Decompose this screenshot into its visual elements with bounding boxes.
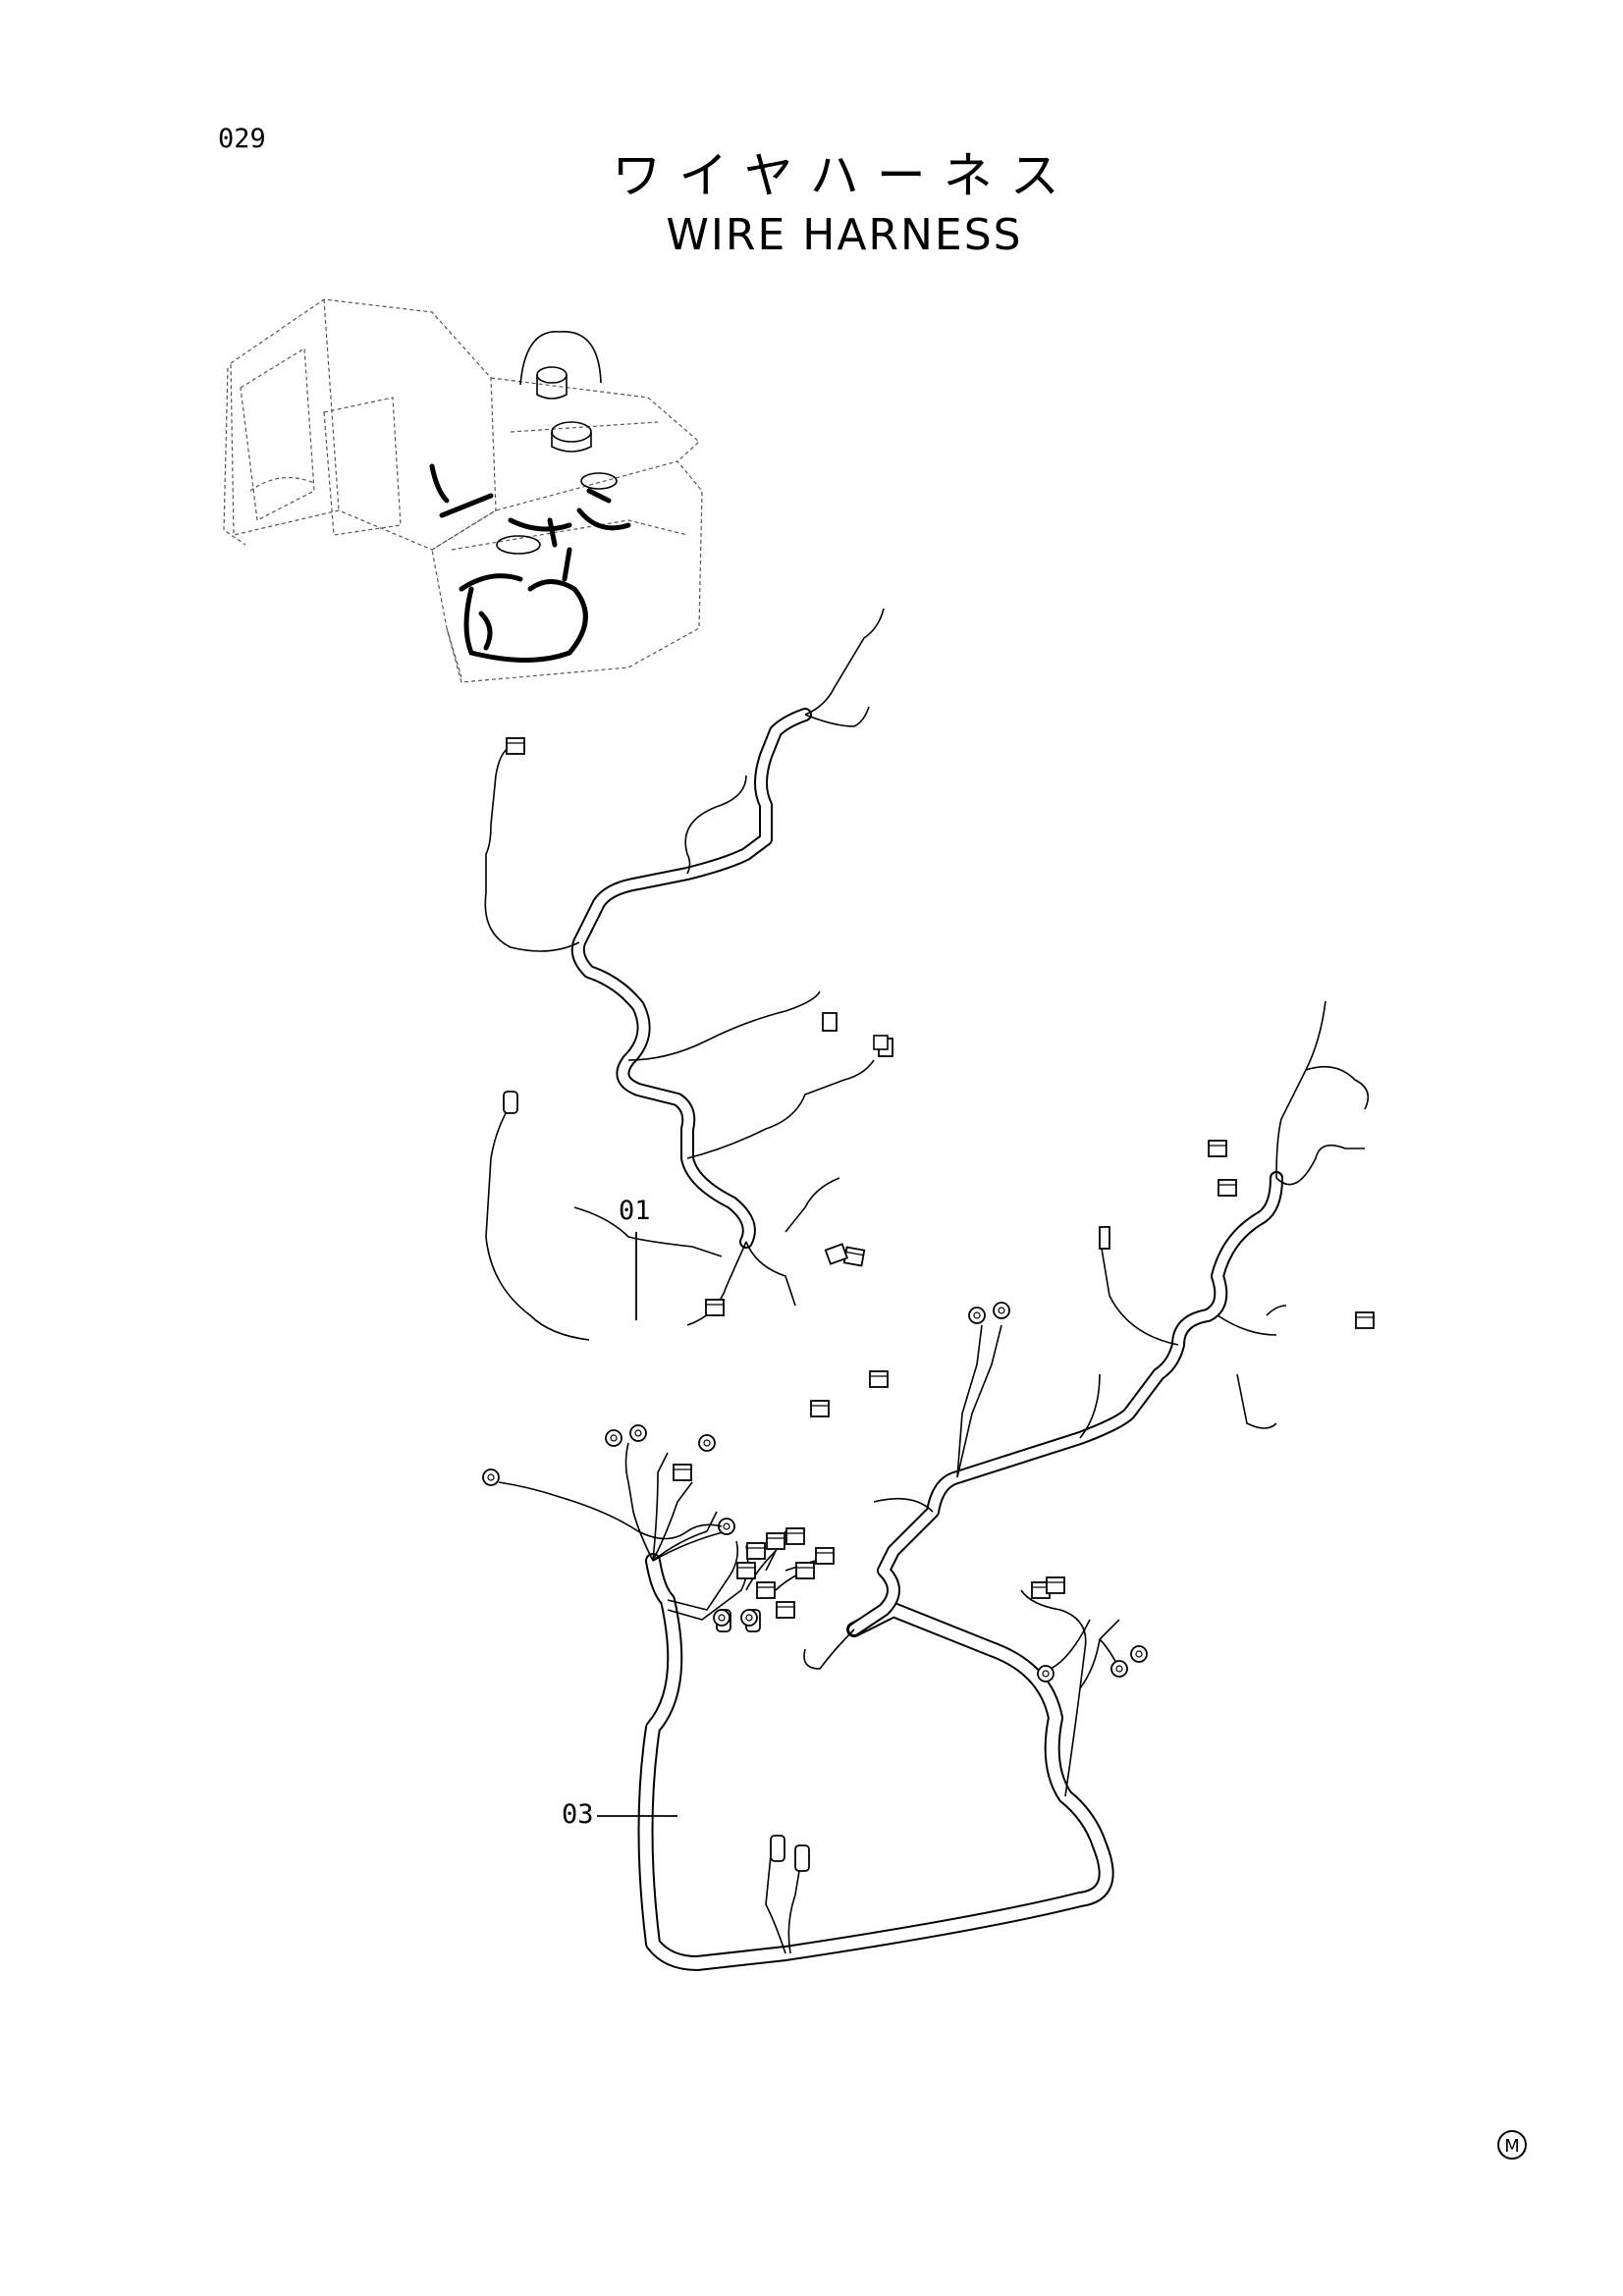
harness-highlight — [429, 463, 631, 663]
ring-terminals — [482, 1302, 1148, 1682]
page-number: 029 — [218, 124, 266, 154]
connectors — [506, 737, 1375, 1872]
left-ground-wire — [485, 1091, 723, 1540]
title-english: WIRE HARNESS — [666, 210, 1023, 260]
title-japanese: ワイヤハーネス — [612, 147, 1077, 204]
harness-branches — [484, 608, 1370, 1954]
m-mark: M — [1497, 2130, 1527, 2160]
title-block: ワイヤハーネス WIRE HARNESS — [589, 145, 1100, 265]
callout-03: 03 — [562, 1799, 594, 1830]
callout-01: 01 — [619, 1196, 651, 1226]
harness-trunk — [570, 708, 1283, 1971]
machine-outline — [223, 298, 703, 683]
callout-leaders — [597, 1232, 677, 1817]
